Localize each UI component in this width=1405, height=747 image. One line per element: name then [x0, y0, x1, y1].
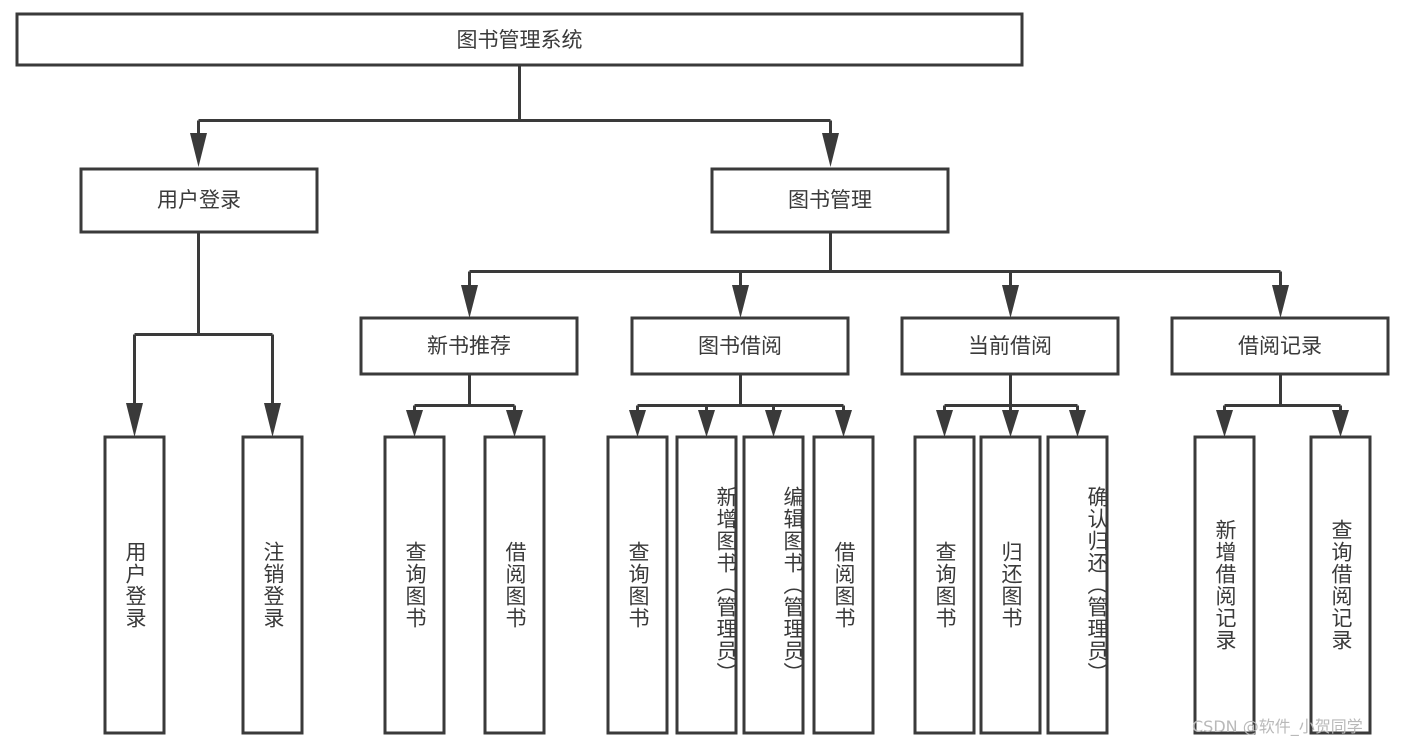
node-leaf-query-book-3[interactable] — [913, 435, 976, 735]
node-leaf-query-record[interactable] — [1309, 435, 1372, 735]
arrow-head-leaf-query-book-2 — [629, 410, 646, 437]
arrow-head-leaf-confirm-return — [1069, 410, 1086, 437]
arrow-head-new-book-recommend — [461, 285, 478, 318]
node-leaf-borrow-book-1[interactable] — [483, 435, 546, 735]
node-leaf-user-login[interactable] — [103, 435, 166, 735]
node-new-book-recommend[interactable] — [359, 316, 579, 376]
csdn-watermark: CSDN @软件_小贺同学 — [1192, 717, 1363, 736]
node-leaf-add-book[interactable] — [675, 435, 738, 735]
arrow-head-leaf-borrow-book-1 — [506, 410, 523, 437]
node-leaf-confirm-return[interactable] — [1046, 435, 1109, 735]
node-layer — [15, 12, 1390, 735]
node-leaf-return-book[interactable] — [979, 435, 1042, 735]
arrow-head-current-borrow — [1002, 285, 1019, 318]
arrow-head-user-login — [190, 133, 207, 167]
arrow-head-leaf-query-record — [1332, 410, 1349, 437]
node-borrow-record[interactable] — [1170, 316, 1390, 376]
node-book-borrow-label: 图书借阅 — [698, 334, 782, 358]
node-book-borrow[interactable] — [630, 316, 850, 376]
node-borrow-record-label: 借阅记录 — [1238, 334, 1322, 358]
node-user-login[interactable] — [79, 167, 319, 234]
arrow-head-book-management — [822, 133, 839, 167]
edge-layer — [126, 65, 1349, 437]
node-leaf-user-logout[interactable] — [241, 435, 304, 735]
node-book-management-label: 图书管理 — [788, 188, 872, 212]
arrow-head-leaf-edit-book — [765, 410, 782, 437]
node-leaf-borrow-book-2[interactable] — [812, 435, 875, 735]
node-root[interactable] — [15, 12, 1024, 67]
node-user-login-label: 用户登录 — [157, 188, 241, 212]
node-leaf-query-book-1[interactable] — [383, 435, 446, 735]
node-book-management[interactable] — [710, 167, 950, 234]
node-leaf-add-record[interactable] — [1193, 435, 1256, 735]
arrow-head-leaf-query-book-1 — [406, 410, 423, 437]
arrow-head-book-borrow — [732, 285, 749, 318]
arrow-head-leaf-add-record — [1216, 410, 1233, 437]
node-leaf-edit-book[interactable] — [742, 435, 805, 735]
arrow-head-leaf-user-login — [126, 403, 143, 437]
arrow-head-borrow-record — [1272, 285, 1289, 318]
arrow-head-leaf-user-logout — [264, 403, 281, 437]
node-current-borrow-label: 当前借阅 — [968, 334, 1052, 358]
node-root-label: 图书管理系统 — [457, 28, 583, 52]
label-layer: 图书管理系统 用户登录 图书管理 新书推荐 图书借阅 当前借阅 借阅记录 — [157, 28, 1322, 358]
arrow-head-leaf-return-book — [1002, 410, 1019, 437]
node-leaf-query-book-2[interactable] — [606, 435, 669, 735]
arrow-head-leaf-borrow-book-2 — [835, 410, 852, 437]
arrow-head-leaf-query-book-3 — [936, 410, 953, 437]
arrow-head-leaf-add-book — [698, 410, 715, 437]
node-current-borrow[interactable] — [900, 316, 1120, 376]
node-new-book-recommend-label: 新书推荐 — [427, 334, 511, 358]
